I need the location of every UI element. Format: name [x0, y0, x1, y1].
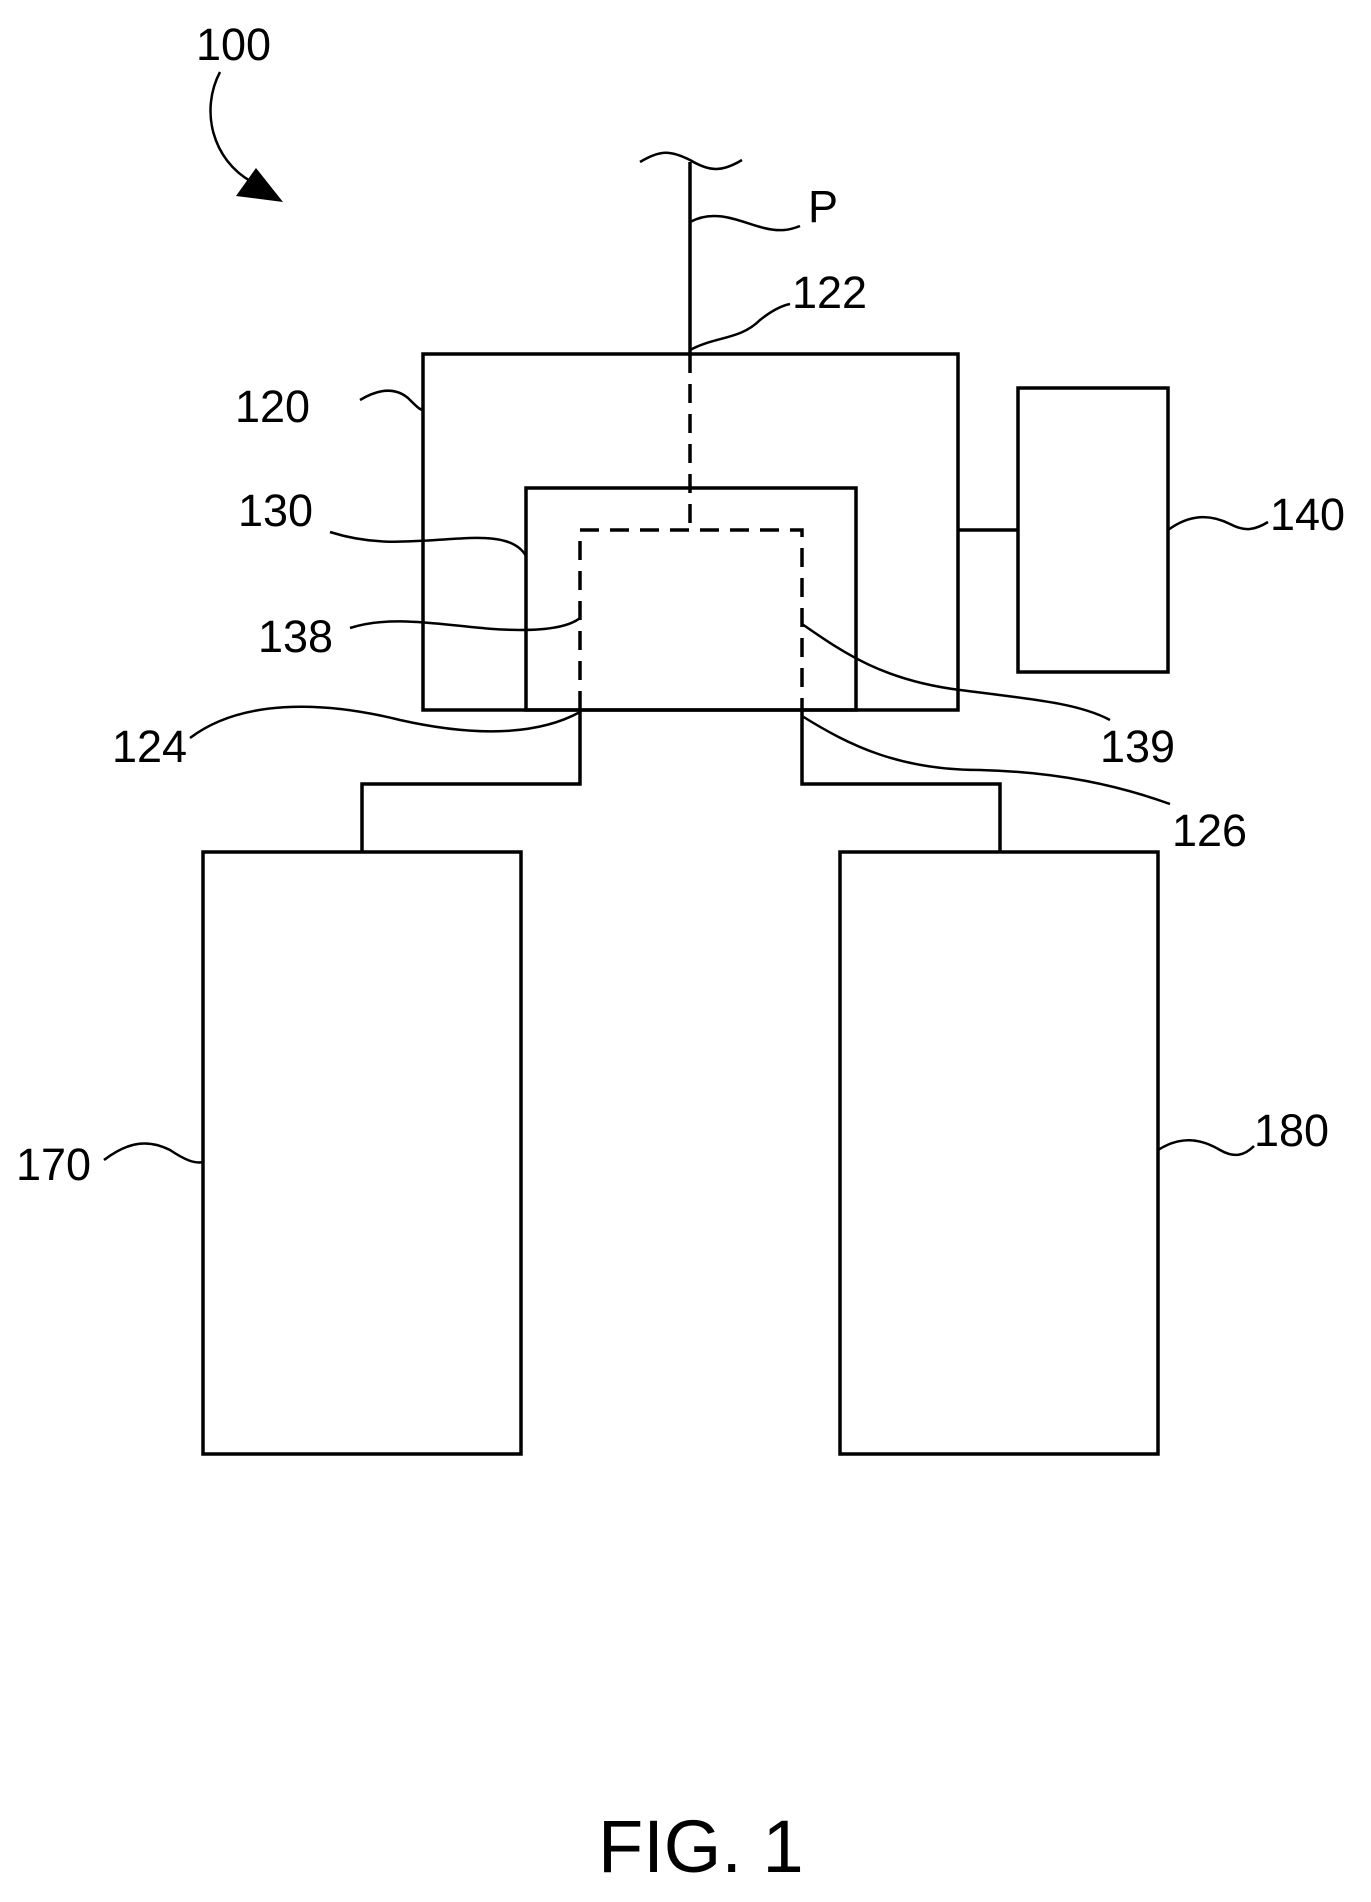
label-126: 126	[1172, 805, 1247, 856]
label-170: 170	[16, 1139, 91, 1190]
leader-180	[1158, 1140, 1254, 1155]
leader-170	[104, 1143, 203, 1162]
housing-120	[423, 354, 958, 710]
label-122: 122	[792, 267, 867, 318]
leader-140	[1168, 517, 1268, 530]
label-120: 120	[235, 381, 310, 432]
right-tank-180	[840, 852, 1158, 1454]
outlet-pipe-126	[802, 710, 1000, 852]
system-arrow-curve	[210, 72, 252, 182]
label-138: 138	[258, 611, 333, 662]
label-100: 100	[196, 19, 271, 70]
label-p: P	[808, 181, 838, 232]
leader-122	[690, 304, 790, 350]
figure-caption: FIG. 1	[598, 1805, 804, 1888]
inner-dashed-path	[580, 530, 802, 710]
leader-130	[330, 532, 526, 556]
leader-120	[360, 391, 423, 410]
system-arrowhead-icon	[236, 168, 283, 202]
side-module-140	[1018, 388, 1168, 672]
label-180: 180	[1254, 1105, 1329, 1156]
label-139: 139	[1100, 721, 1175, 772]
leader-p	[690, 216, 800, 230]
leader-138	[350, 618, 580, 630]
label-124: 124	[112, 721, 187, 772]
label-140: 140	[1270, 489, 1345, 540]
left-tank-170	[203, 852, 521, 1454]
label-130: 130	[238, 485, 313, 536]
